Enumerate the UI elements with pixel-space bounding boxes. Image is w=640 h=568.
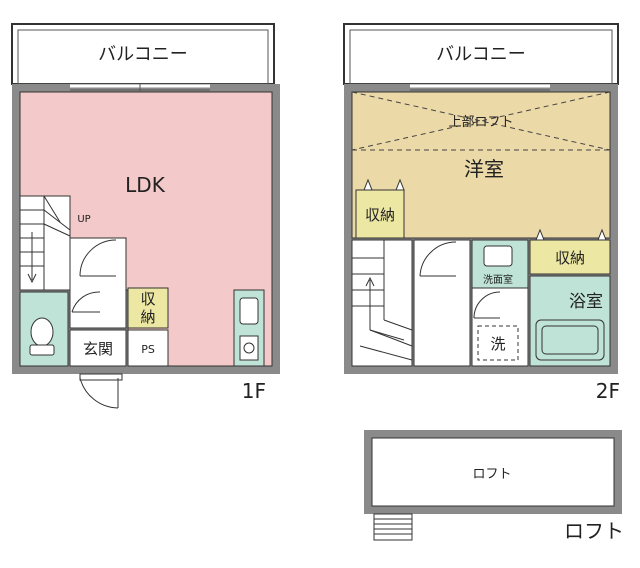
balcony-2f-label: バルコニー [436,44,526,65]
loft-room [371,437,615,507]
western-room-label: 洋室 [464,157,504,181]
up-label: UP [77,214,90,225]
floor-loft-label: ロフト [564,519,624,543]
ldk-label: LDK [125,173,166,197]
floor-1f-label: 1F [242,379,266,403]
entrance-door [79,373,123,381]
floor-1f: バルコニー LDK UP [11,23,280,409]
storage-1f-label-bottom: 納 [140,308,155,326]
upper-loft-outline [351,91,611,151]
door-swing-icon [79,239,117,277]
loft-ladder [373,513,413,541]
stove-icon [239,335,259,361]
storage-1f-label-top: 収 [140,290,155,308]
toilet-icon [30,317,54,347]
bathroom-label: 浴室 [569,292,603,312]
floor-2f: バルコニー 上部ロフト 洋室 収納 [343,23,620,403]
washer-label: 洗 [490,335,505,353]
storage-1f [127,287,169,329]
floor-loft: ロフト ロフト [364,430,624,543]
balcony-1f [11,23,275,85]
hallway-2f [413,239,471,367]
upper-loft-label: 上部ロフト [448,115,513,130]
entrance [69,329,127,367]
storage-2f-right [529,239,611,275]
floor-2f-label: 2F [596,379,620,403]
storage-2f-left [355,189,405,239]
sink-icon [239,297,259,325]
stairs-2f [351,239,413,367]
ps-shaft [127,329,169,367]
bathtub-icon [535,319,605,361]
washroom-label: 洗面室 [483,273,513,286]
balcony-1f-label: バルコニー [98,44,188,65]
storage-2f-left-label: 収納 [365,206,395,224]
loft-room-label: ロフト [472,467,511,482]
washer-space [477,325,519,361]
balcony-2f [343,23,619,85]
wash-basin-icon [483,245,513,267]
hallway-1f [69,237,127,329]
entrance-label: 玄関 [83,340,113,358]
storage-2f-right-label: 収納 [555,249,585,267]
ps-label: PS [141,343,155,356]
stairs-1f [19,195,71,291]
